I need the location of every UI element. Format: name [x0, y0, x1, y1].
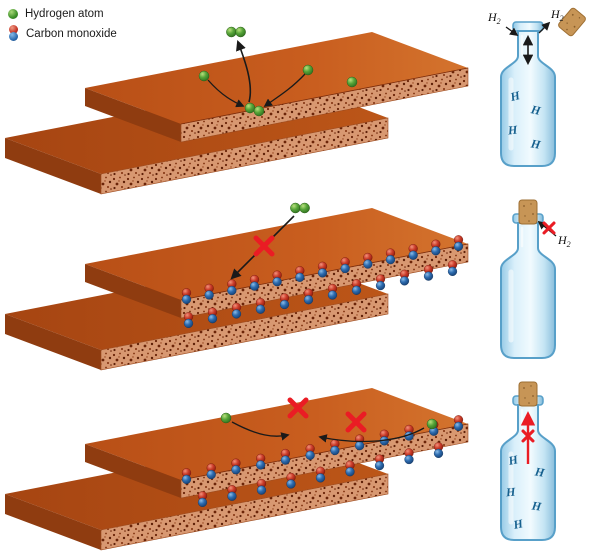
co-molecule	[197, 491, 208, 507]
diffusion-arrow-blocked	[231, 421, 290, 441]
co-molecule	[295, 266, 305, 282]
co-molecule	[227, 485, 237, 501]
co-molecule	[327, 283, 338, 300]
legend-item-hydrogen: Hydrogen atom	[8, 8, 117, 20]
co-molecule	[375, 274, 386, 291]
desorption-arrow	[236, 40, 252, 103]
co-molecule	[340, 257, 350, 274]
co-molecule	[330, 439, 340, 456]
h2-label: H2	[550, 7, 564, 23]
co-molecule	[345, 460, 355, 477]
co-molecule	[385, 248, 396, 265]
co-molecule	[256, 453, 266, 470]
co-molecule	[317, 261, 328, 278]
hydrogen-atom	[346, 76, 358, 88]
co-red-sphere	[9, 25, 18, 34]
co-molecule	[305, 444, 315, 460]
legend: Hydrogen atom Carbon monoxide	[8, 8, 117, 47]
h2-label: H2	[557, 233, 571, 249]
h2-out-arrow	[538, 21, 551, 34]
co-blue-sphere	[9, 32, 18, 41]
legend-label: Hydrogen atom	[25, 8, 104, 20]
co-molecule	[431, 239, 441, 256]
hydrogen-atom	[198, 70, 210, 82]
co-molecule	[231, 458, 241, 475]
co-molecule	[227, 279, 237, 296]
co-molecule	[256, 478, 267, 495]
h2-label: H2	[487, 10, 501, 26]
co-molecule	[207, 307, 218, 324]
cork-icon	[518, 381, 538, 407]
co-molecule	[447, 260, 458, 276]
bottle-corked-full: H H H H H	[468, 381, 598, 556]
panel-co-blocked-desorption	[4, 387, 469, 551]
co-molecule	[374, 454, 385, 471]
bottle-open: H2 H2 H H H H	[487, 6, 588, 194]
co-molecule	[280, 448, 291, 465]
co-molecule	[303, 288, 314, 305]
co-molecule	[379, 429, 389, 446]
diffusion-arrow-blocked	[318, 427, 425, 443]
h-label: H	[529, 136, 542, 152]
bottle-corked-empty: H2	[468, 199, 571, 380]
co-molecule	[206, 463, 216, 480]
h2-molecule	[290, 202, 310, 214]
co-molecule	[453, 235, 464, 252]
hydrogen-atom	[244, 102, 256, 114]
co-molecule	[204, 283, 214, 300]
h-label: H	[508, 88, 522, 104]
hydrogen-atom	[253, 105, 265, 117]
h-label: H	[533, 464, 546, 480]
h-label: H	[506, 452, 520, 468]
h-label: H	[530, 498, 543, 513]
hydrogen-atom-icon	[8, 9, 18, 19]
co-molecule	[399, 269, 410, 286]
hydrogen-atom	[426, 418, 438, 430]
co-molecule	[286, 472, 296, 489]
co-molecule	[363, 252, 373, 269]
panel-co-blocked-adsorption	[4, 202, 469, 371]
diffusion-arrow	[207, 79, 245, 108]
h2-molecule	[226, 26, 246, 38]
co-molecule	[423, 264, 434, 281]
stepped-surface	[4, 31, 469, 195]
co-molecule	[279, 293, 290, 310]
h2-in-arrow	[505, 26, 519, 36]
h-label: H	[506, 123, 518, 138]
stepped-surface	[4, 207, 469, 371]
co-molecule	[354, 434, 365, 451]
bottle-glass	[501, 214, 555, 358]
co-molecule	[351, 279, 362, 295]
co-molecule	[433, 442, 444, 458]
legend-item-carbon-monoxide: Carbon monoxide	[8, 25, 117, 42]
co-molecule	[231, 302, 242, 319]
carbon-monoxide-icon	[8, 25, 19, 42]
legend-label: Carbon monoxide	[26, 27, 117, 40]
co-molecule	[181, 468, 192, 484]
co-molecule	[272, 270, 282, 287]
diffusion-arrow	[263, 73, 306, 107]
co-molecule	[255, 298, 266, 314]
h-label: H	[511, 516, 525, 532]
hydrogen-atom	[302, 64, 314, 76]
h-label: H	[529, 102, 543, 118]
co-molecule	[404, 424, 414, 441]
co-molecule	[315, 466, 326, 483]
h-label: H	[504, 485, 516, 500]
co-molecule	[181, 288, 192, 304]
hydrogen-atom	[220, 412, 232, 424]
co-molecule	[453, 415, 464, 431]
co-molecule	[249, 274, 260, 291]
co-molecule	[183, 312, 194, 328]
panel-open-steps	[4, 26, 469, 195]
co-molecule	[408, 244, 418, 260]
co-molecule	[404, 448, 414, 465]
cork-icon	[518, 199, 538, 225]
